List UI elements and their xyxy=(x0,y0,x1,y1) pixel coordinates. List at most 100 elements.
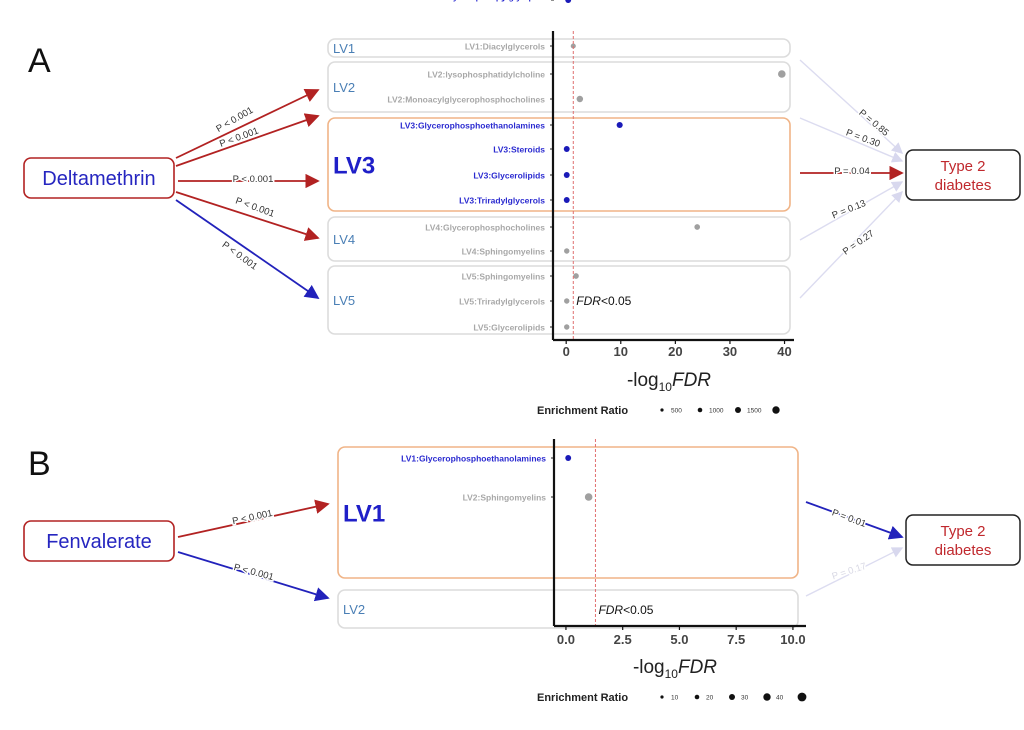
legend-swatch xyxy=(697,407,703,413)
lipid-class-label: LV1:Glycerolipids xyxy=(474,0,546,2)
lipid-class-label: LV5:Sphingomyelins xyxy=(462,272,546,282)
x-axis-title: -log10FDR xyxy=(633,657,717,681)
outcome-label-line2: diabetes xyxy=(935,542,992,559)
legend-label: 1000 xyxy=(709,408,724,415)
legend-swatch xyxy=(660,695,664,699)
legend-swatch xyxy=(660,408,664,412)
latent-variable-name: LV1 xyxy=(343,501,385,528)
lipid-class-label: LV1:Triradylglycerols xyxy=(460,0,546,2)
latent-variable-box xyxy=(337,446,799,579)
lipid-class-label: LV3:Glycerolipids xyxy=(473,171,545,181)
legend-label: 20 xyxy=(706,695,714,702)
outcome-path-arrow xyxy=(805,547,904,597)
exposure-path-arrow xyxy=(175,88,320,159)
outcome-path-arrow xyxy=(805,501,904,540)
latent-variable-box xyxy=(327,265,791,335)
data-point xyxy=(565,455,572,461)
exposure-path-pvalue: P < 0.001 xyxy=(231,508,273,527)
legend-swatch xyxy=(772,406,780,414)
exposure-box xyxy=(23,520,175,562)
outcome-path-pvalue: P = 0.27 xyxy=(841,228,876,257)
fdr-threshold-label: FDR<0.05 xyxy=(598,603,653,617)
exposure-path-arrow xyxy=(177,551,330,602)
outcome-path-pvalue: P = 0.17 xyxy=(831,561,868,582)
lipid-class-label: LV2:Sphingomyelins xyxy=(463,493,547,503)
legend-swatch xyxy=(694,694,700,700)
panel-b: B Fenvalerate Type 2 diabetes P < 0.001 P < 0… xyxy=(23,0,1021,704)
outcome-path-arrow xyxy=(799,181,904,241)
latent-variable-box xyxy=(327,61,791,113)
lipid-class-label: LV3:Triradylglycerols xyxy=(459,196,545,206)
exposure-path-pvalue: P < 0.001 xyxy=(233,174,274,185)
size-legend: Enrichment Ratio 10 20 30 40 xyxy=(537,692,807,704)
outcome-path-arrow xyxy=(799,117,904,163)
legend-swatch xyxy=(729,694,735,700)
legend-label: 30 xyxy=(741,695,749,702)
latent-variable-name: LV2 xyxy=(343,602,365,617)
exposure-label: Deltamethrin xyxy=(42,168,155,190)
legend-swatch xyxy=(797,692,807,702)
latent-variable-name: LV2 xyxy=(333,80,355,95)
data-point xyxy=(576,95,584,103)
lipid-class-label: LV3:Steroids xyxy=(493,145,545,155)
legend-swatch xyxy=(763,693,771,701)
x-tick-label: 40 xyxy=(777,344,791,359)
data-point xyxy=(563,197,570,203)
outcome-box xyxy=(905,149,1021,201)
lipid-class-label: LV2:Monoacylglycerophosphocholines xyxy=(387,95,545,105)
panel-a: A Deltamethrin Type 2 diabetes P < 0.001 P < … xyxy=(23,31,1021,417)
lipid-class-label: LV1:Diacylglycerols xyxy=(465,42,545,52)
lipid-class-label: LV1:Glycerophosphoethanolamines xyxy=(401,454,546,464)
legend-label: 40 xyxy=(776,695,784,702)
legend-swatch xyxy=(735,407,741,413)
outcome-label-line1: Type 2 xyxy=(940,158,985,175)
latent-variable-box xyxy=(327,216,791,262)
x-tick-label: 10.0 xyxy=(780,632,805,647)
exposure-box xyxy=(23,157,175,199)
data-point xyxy=(694,224,701,230)
outcome-path-pvalue: P = 0.04 xyxy=(834,166,869,177)
latent-variable-name: LV3 xyxy=(333,153,375,180)
legend-label: 10 xyxy=(671,695,679,702)
lipid-class-label: LV2:lysophosphatidylcholine xyxy=(428,70,546,80)
data-point xyxy=(564,298,570,304)
outcome-box xyxy=(905,514,1021,566)
lipid-class-label: LV4:Sphingomyelins xyxy=(462,247,546,257)
latent-variable-box xyxy=(337,589,799,629)
x-tick-label: 5.0 xyxy=(670,632,688,647)
latent-variable-box xyxy=(327,117,791,212)
data-point xyxy=(584,493,593,501)
panel-letter: B xyxy=(28,445,51,483)
data-point xyxy=(616,121,623,129)
legend-title: Enrichment Ratio xyxy=(537,692,628,704)
outcome-path-pvalue: P = 0.13 xyxy=(831,198,868,221)
data-point xyxy=(573,273,579,279)
lipid-class-label: LV1:Glycerophosphocholines xyxy=(426,0,546,2)
latent-variable-name: LV5 xyxy=(333,293,355,308)
x-tick-label: 0 xyxy=(563,344,570,359)
outcome-path-pvalue: P = 0.01 xyxy=(830,507,867,529)
exposure-path-pvalue: P < 0.001 xyxy=(234,196,276,220)
x-tick-label: 20 xyxy=(668,344,682,359)
latent-variable-name: LV4 xyxy=(333,232,355,247)
x-tick-label: 30 xyxy=(723,344,737,359)
latent-variable-name: LV1 xyxy=(333,41,355,56)
outcome-label-line1: Type 2 xyxy=(940,523,985,540)
data-point xyxy=(564,324,570,330)
exposure-path-pvalue: P < 0.001 xyxy=(233,562,275,583)
exposure-path-arrow xyxy=(175,191,320,241)
x-axis-title: -log10FDR xyxy=(627,370,711,394)
outcome-label-line2: diabetes xyxy=(935,177,992,194)
x-tick-label: 0.0 xyxy=(557,632,575,647)
x-tick-label: 10 xyxy=(614,344,628,359)
legend-label: 1500 xyxy=(747,408,762,415)
panel-letter: A xyxy=(28,42,51,80)
exposure-path-arrow xyxy=(175,113,320,167)
data-point xyxy=(565,0,571,3)
data-point xyxy=(778,70,786,78)
x-tick-label: 7.5 xyxy=(727,632,745,647)
exposure-label: Fenvalerate xyxy=(46,531,152,553)
lipid-class-label: LV3:Glycerophosphoethanolamines xyxy=(400,121,545,131)
